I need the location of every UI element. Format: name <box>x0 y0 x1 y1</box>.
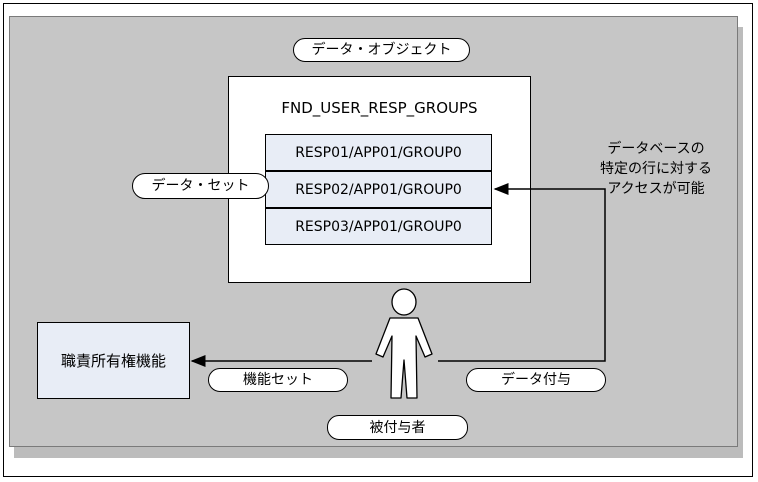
data-set-label: データ・セット <box>132 173 269 199</box>
access-note-line-1: データベースの <box>607 141 705 157</box>
data-grant-label: データ付与 <box>466 368 606 392</box>
table-row-2: RESP02/APP01/GROUP0 <box>265 171 492 208</box>
table-row-1: RESP01/APP01/GROUP0 <box>265 134 492 171</box>
table-name: FND_USER_RESP_GROUPS <box>281 99 478 117</box>
access-note: データベースの 特定の行に対する アクセスが可能 <box>586 139 726 199</box>
access-note-line-3: アクセスが可能 <box>607 181 705 197</box>
data-grant-arrow <box>438 183 606 362</box>
data-object-label: データ・オブジェクト <box>293 38 470 62</box>
grantee-label: 被付与者 <box>327 415 468 440</box>
person-icon <box>375 288 433 399</box>
function-set-label: 機能セット <box>208 368 348 392</box>
table-row-3: RESP03/APP01/GROUP0 <box>265 208 492 245</box>
responsibility-box: 職責所有権機能 <box>37 322 190 399</box>
access-note-line-2: 特定の行に対する <box>600 161 712 177</box>
